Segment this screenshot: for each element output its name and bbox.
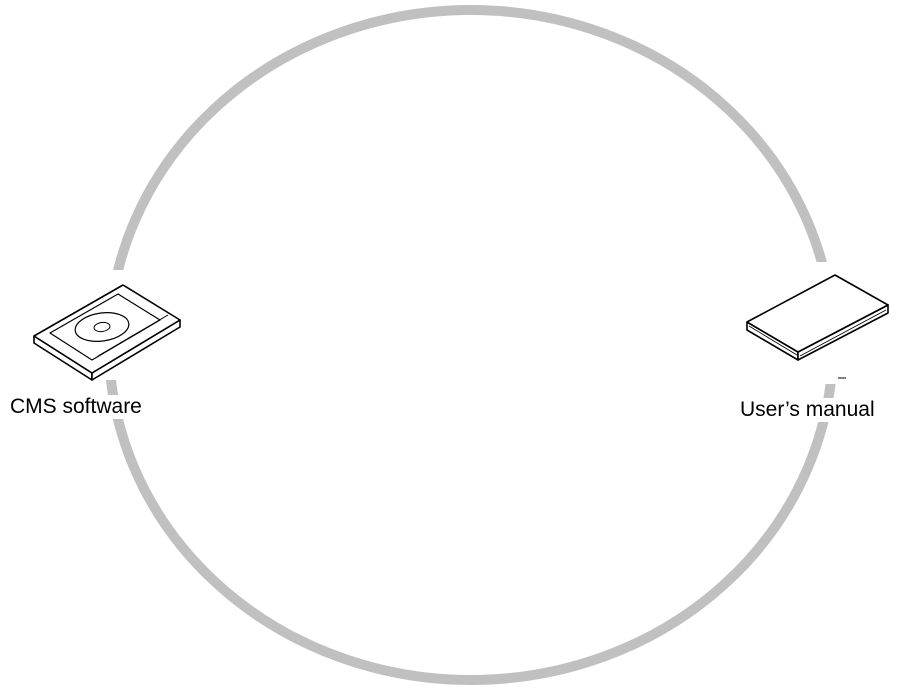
cms-software-item [0, 270, 185, 381]
users-manual-item [735, 262, 900, 384]
book-icon [746, 274, 889, 361]
users-manual-label: User’s manual [736, 398, 879, 422]
cd-case-icon [33, 284, 181, 381]
ring-circle [104, 5, 838, 685]
cms-software-label: CMS software [6, 395, 146, 419]
